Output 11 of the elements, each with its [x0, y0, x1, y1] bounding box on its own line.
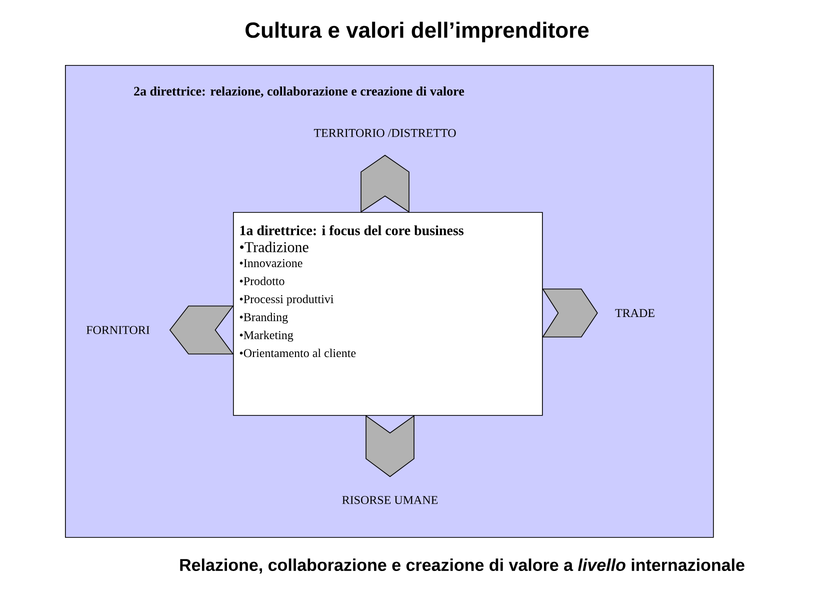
title: Cultura e valori dell’imprenditore [246, 22, 589, 42]
chevron-arrow [360, 154, 410, 213]
direction-label: RISORSE UMANE [342, 496, 438, 504]
caption: Relazione, collaborazione e creazione di valore a livello internazionale [180, 558, 744, 574]
chevron-arrow [542, 288, 598, 338]
direction-label: FORNITORI [86, 326, 150, 334]
chevron-arrow [169, 306, 234, 354]
chevron-arrow [366, 415, 414, 478]
direction-label: TRADE [615, 309, 654, 317]
direction-label: TERRITORIO /DISTRETTO [314, 128, 456, 138]
core-box: 1a direttrice: i focus del core business •Tradizione •Innovazione •Prodotto •Processi produttivi •Branding •Marketing •Orientamento al cliente [233, 212, 543, 416]
